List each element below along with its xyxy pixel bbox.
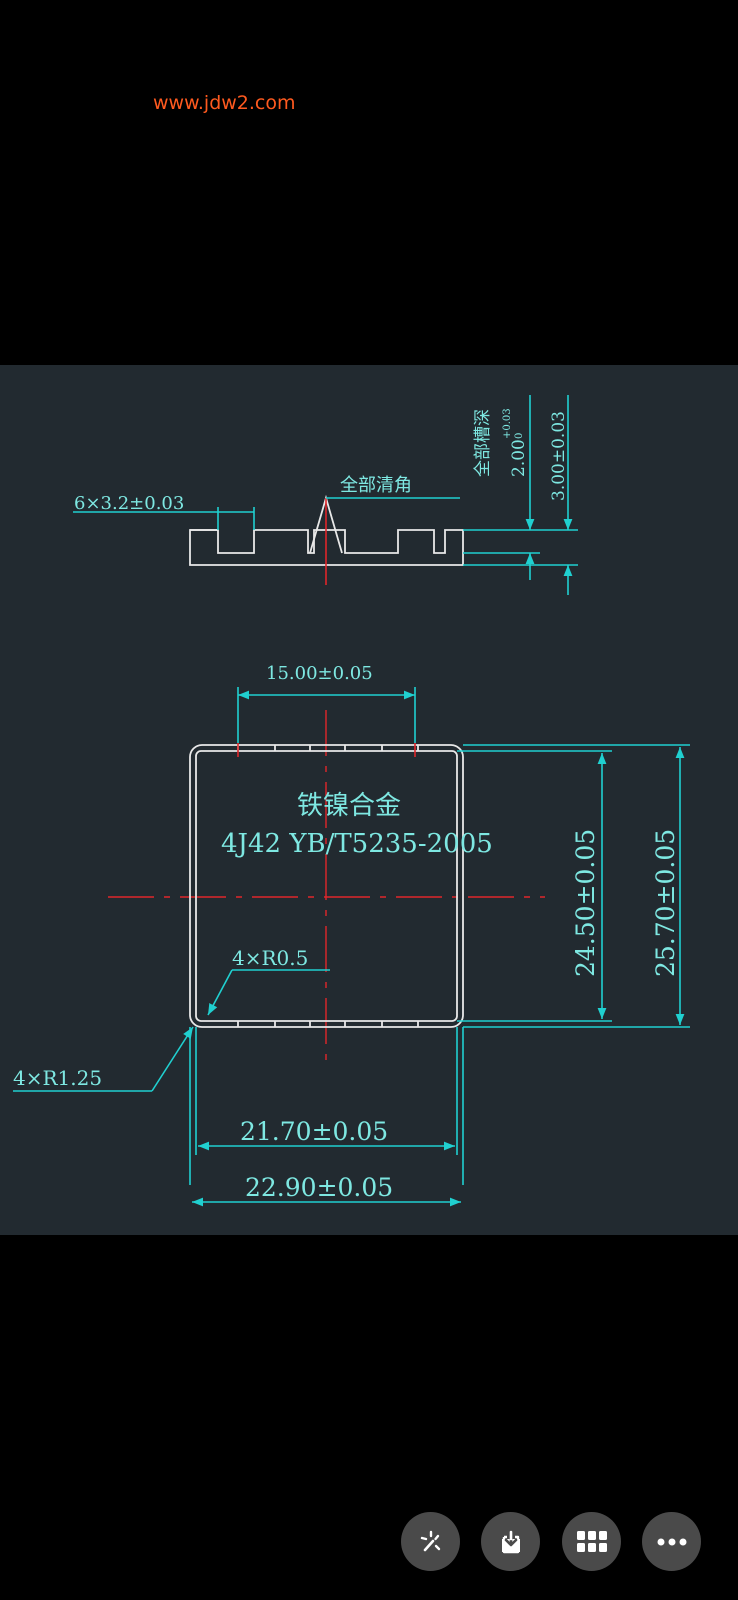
cad-drawing-image: 6×3.2±0.03 全部清角 全部槽深 2.00 +0.03 0 3.00±0…: [0, 365, 738, 1235]
grid-button[interactable]: [562, 1512, 621, 1571]
magic-wand-button[interactable]: [401, 1512, 460, 1571]
material-name: 铁镍合金: [297, 791, 401, 821]
inner-radius-dimension: 4×R0.5: [232, 946, 308, 970]
image-viewer-toolbar: [0, 1512, 738, 1572]
material-spec: 4J42 YB/T5235-2005: [221, 829, 493, 859]
width-top-dimension: 15.00±0.05: [266, 663, 373, 684]
plan-view: [13, 687, 690, 1207]
chamfer-note: 全部清角: [340, 475, 412, 496]
grid-icon: [576, 1530, 607, 1552]
magic-wand-icon: [420, 1530, 440, 1551]
more-icon: [657, 1538, 686, 1545]
outer-radius-dimension: 4×R1.25: [13, 1066, 102, 1090]
outer-height-dimension: 25.70±0.05: [651, 829, 680, 977]
groove-note: 全部槽深: [473, 409, 493, 477]
watermark-text: www.jdw2.com: [153, 92, 296, 114]
groove-tol-upper: +0.03: [502, 408, 513, 439]
download-button[interactable]: [481, 1512, 540, 1571]
groove-tol-lower: 0: [514, 433, 525, 439]
groove-depth: 2.00: [509, 439, 529, 477]
outer-width-dimension: 22.90±0.05: [245, 1173, 393, 1202]
inner-height-dimension: 24.50±0.05: [571, 829, 600, 977]
section-view: [73, 395, 578, 595]
more-button[interactable]: [642, 1512, 701, 1571]
slot-dimension: 6×3.2±0.03: [74, 493, 184, 514]
download-icon: [501, 1530, 520, 1553]
cad-drawing-svg: 6×3.2±0.03 全部清角 全部槽深 2.00 +0.03 0 3.00±0…: [13, 395, 690, 1207]
thickness-dimension: 3.00±0.03: [549, 411, 569, 501]
inner-width-dimension: 21.70±0.05: [240, 1117, 388, 1146]
